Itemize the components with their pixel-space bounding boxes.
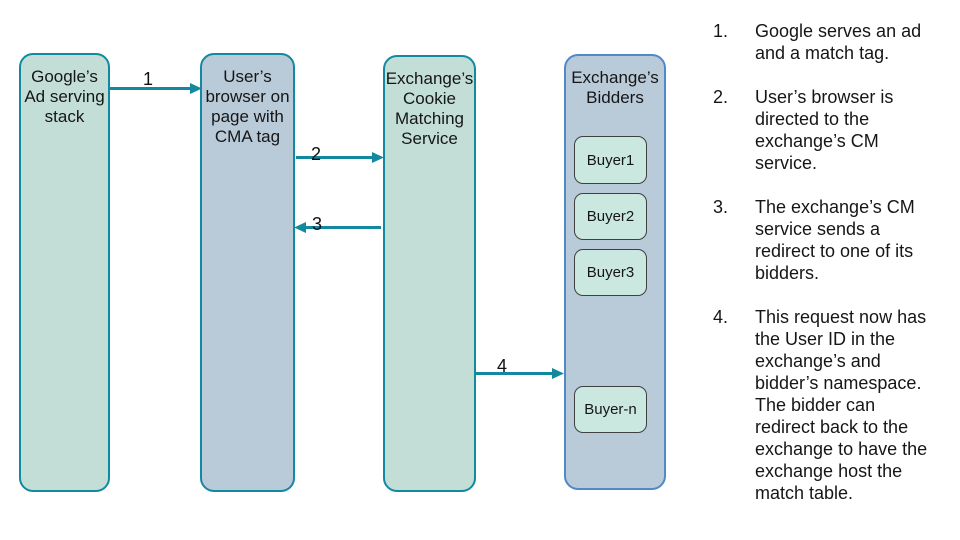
arrow-1-icon [110,83,202,94]
list-item: 4. This request now has the User ID in t… [713,306,953,504]
arrow-2-label: 2 [310,144,321,164]
buyer3-box: Buyer3 [574,249,647,296]
list-item: 2. User’s browser is directed to the exc… [713,86,953,174]
list-item: 3. The exchange’s CM service sends a red… [713,196,953,284]
arrow-1-label: 1 [142,69,153,89]
buyer1-box: Buyer1 [574,136,647,184]
step-number: 3. [713,197,729,217]
node-googles-ad-serving-stack: Google’s Ad serving stack [19,53,110,492]
buyer2-box: Buyer2 [574,193,647,240]
step-number: 1. [713,21,729,41]
step-number: 4. [713,307,729,327]
node-exchange-cookie-matching-service: Exchange’s Cookie Matching Service [383,55,476,492]
step-text: This request now has the User ID in the … [755,307,928,503]
buyer-n-box: Buyer-n [574,386,647,433]
list-item: 1. Google serves an ad and a match tag. [713,20,953,64]
step-number: 2. [713,87,729,107]
step-text: Google serves an ad and a match tag. [755,21,922,63]
arrow-3-label: 3 [311,214,322,234]
arrow-4-label: 4 [496,356,507,376]
step-text: The exchange’s CM service sends a redire… [755,197,915,283]
arrow-4-icon [476,368,564,379]
node-users-browser: User’s browser on page with CMA tag [200,53,295,492]
step-text: User’s browser is directed to the exchan… [755,87,894,173]
steps-list: 1. Google serves an ad and a match tag. … [713,20,953,526]
arrow-3-icon [294,222,381,233]
